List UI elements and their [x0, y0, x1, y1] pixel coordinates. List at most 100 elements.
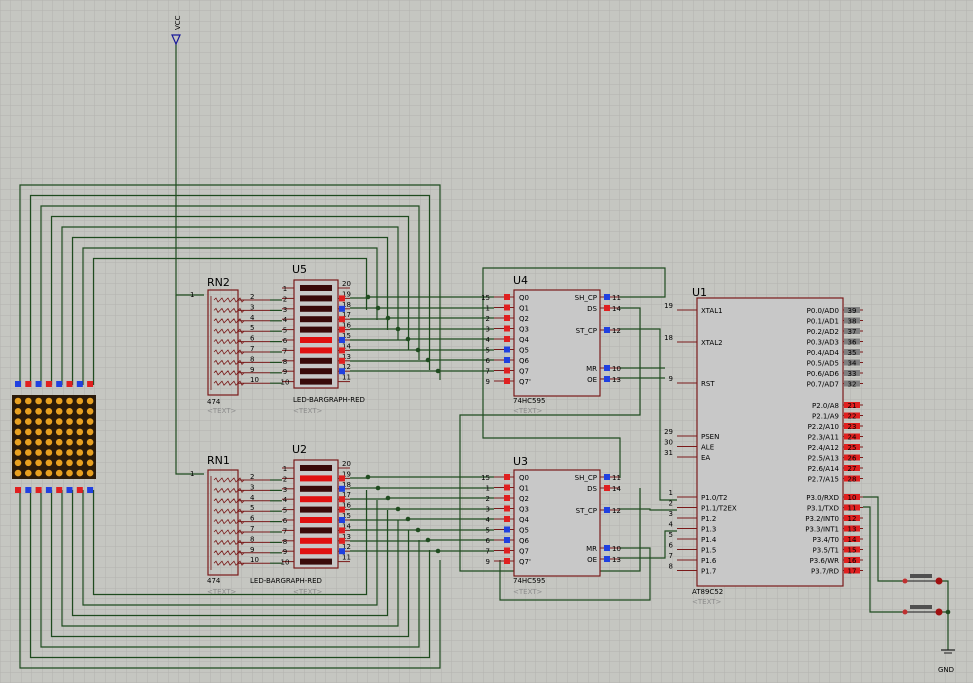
- u3-pin-marker[interactable]: [604, 507, 610, 513]
- u3-pin-marker[interactable]: [504, 537, 510, 543]
- vcc-symbol[interactable]: [171, 34, 181, 46]
- u1-microcontroller[interactable]: 19XTAL118XTAL29RST29PSEN30ALE31EA1P1.0/T…: [664, 297, 863, 587]
- u5-pin-marker[interactable]: [339, 347, 345, 354]
- push-button[interactable]: [902, 574, 943, 585]
- u1-pin-marker[interactable]: [844, 380, 860, 387]
- led-matrix[interactable]: [12, 395, 96, 479]
- matrix-pin-top[interactable]: [35, 381, 42, 387]
- u4-pin-marker[interactable]: [604, 305, 610, 311]
- u4-pin-marker[interactable]: [504, 357, 510, 363]
- u3-pin-marker[interactable]: [504, 558, 510, 564]
- matrix-pin-bottom[interactable]: [25, 487, 32, 493]
- u4-pin-marker[interactable]: [604, 376, 610, 382]
- u1-pin-marker[interactable]: [844, 328, 860, 334]
- u5-pin-marker[interactable]: [339, 357, 345, 364]
- matrix-pin-top[interactable]: [76, 381, 83, 387]
- u2-pin-marker[interactable]: [339, 527, 345, 534]
- matrix-pin-bottom[interactable]: [66, 487, 73, 493]
- matrix-pin-top[interactable]: [87, 381, 94, 387]
- u1-pin-marker[interactable]: [844, 359, 860, 366]
- u1-pin-marker[interactable]: [844, 433, 860, 440]
- u2-pin-marker[interactable]: [339, 475, 345, 482]
- u1-pin-marker[interactable]: [844, 349, 860, 355]
- u1-pin-marker[interactable]: [844, 465, 860, 471]
- u4-pin-marker[interactable]: [504, 325, 510, 332]
- u4-pin-marker[interactable]: [504, 367, 510, 374]
- u1-pin-marker[interactable]: [844, 567, 860, 574]
- rn2-pin-label: 10: [250, 376, 259, 384]
- matrix-pin-bottom[interactable]: [76, 487, 83, 493]
- u1-pin-marker[interactable]: [844, 536, 860, 542]
- u3-pin-marker[interactable]: [504, 516, 510, 522]
- u3-pin-marker[interactable]: [504, 474, 510, 480]
- u1-pin-marker[interactable]: [844, 412, 860, 419]
- matrix-led: [55, 438, 63, 446]
- u1-pin-marker[interactable]: [844, 475, 860, 482]
- matrix-led: [66, 469, 73, 477]
- u4-pin-marker[interactable]: [504, 294, 510, 300]
- u2-pin-marker[interactable]: [339, 517, 345, 523]
- matrix-led: [86, 418, 94, 425]
- matrix-pin-bottom[interactable]: [56, 487, 63, 493]
- u1-pin-marker[interactable]: [844, 338, 860, 345]
- matrix-pin-bottom[interactable]: [35, 487, 42, 493]
- u2-pin-marker[interactable]: [339, 548, 345, 555]
- matrix-pin-top[interactable]: [56, 381, 63, 387]
- u4-pin-marker[interactable]: [604, 327, 610, 333]
- u1-pin-marker[interactable]: [844, 454, 860, 461]
- u1-pin-marker[interactable]: [844, 557, 860, 563]
- u3-pin-marker[interactable]: [504, 484, 510, 491]
- u5-pin-marker[interactable]: [339, 337, 345, 343]
- u1-pin-marker[interactable]: [844, 444, 860, 450]
- matrix-pin-bottom[interactable]: [45, 487, 52, 493]
- u1-pin-marker[interactable]: [844, 402, 860, 408]
- push-button[interactable]: [902, 605, 943, 616]
- u4-pin-marker[interactable]: [504, 378, 510, 384]
- u1-pin-marker[interactable]: [844, 504, 860, 511]
- u4-pin-marker[interactable]: [604, 365, 610, 371]
- u3-pin-marker[interactable]: [604, 556, 610, 562]
- u1-pin-marker[interactable]: [844, 370, 860, 376]
- u1-pin-marker[interactable]: [844, 423, 860, 429]
- u3-pin-marker[interactable]: [504, 547, 510, 554]
- u2-pin-marker[interactable]: [339, 537, 345, 544]
- u5-pin-marker[interactable]: [339, 326, 345, 333]
- u2-pin-marker[interactable]: [339, 506, 345, 513]
- u1-pin-marker[interactable]: [844, 546, 860, 553]
- u5-pin-marker[interactable]: [339, 295, 345, 302]
- u3-pin-marker[interactable]: [604, 545, 610, 551]
- u4-pin-marker[interactable]: [504, 336, 510, 342]
- matrix-pin-bottom[interactable]: [87, 487, 94, 493]
- u5-pin-marker[interactable]: [339, 305, 345, 312]
- u4-pin-marker[interactable]: [604, 294, 610, 300]
- matrix-pin-top[interactable]: [15, 381, 21, 387]
- matrix-pin-top[interactable]: [25, 381, 32, 387]
- matrix-pin-bottom[interactable]: [15, 487, 21, 493]
- u3-pin-marker[interactable]: [504, 526, 510, 533]
- u1-pin-marker[interactable]: [844, 515, 860, 521]
- u3-pin-marker[interactable]: [504, 505, 510, 512]
- u3-pin-marker[interactable]: [504, 495, 510, 501]
- u4-pin-marker[interactable]: [504, 346, 510, 353]
- u1-pin-marker[interactable]: [844, 317, 860, 324]
- u3-pin-marker[interactable]: [604, 474, 610, 480]
- u5-pin-marker[interactable]: [339, 316, 345, 323]
- u2-pin-marker[interactable]: [339, 485, 345, 492]
- u3-pin-marker[interactable]: [604, 485, 610, 491]
- u2-pin-marker[interactable]: [339, 496, 345, 503]
- u5-pin-marker[interactable]: [339, 368, 345, 375]
- u1-pin-marker[interactable]: [844, 525, 860, 532]
- matrix-pin-top[interactable]: [45, 381, 52, 387]
- u4-pin-marker[interactable]: [504, 315, 510, 321]
- u1-pin-marker[interactable]: [844, 494, 860, 500]
- matrix-pin-top[interactable]: [66, 381, 73, 387]
- u1-pin-marker[interactable]: [844, 307, 860, 313]
- u4-pin-marker[interactable]: [504, 304, 510, 311]
